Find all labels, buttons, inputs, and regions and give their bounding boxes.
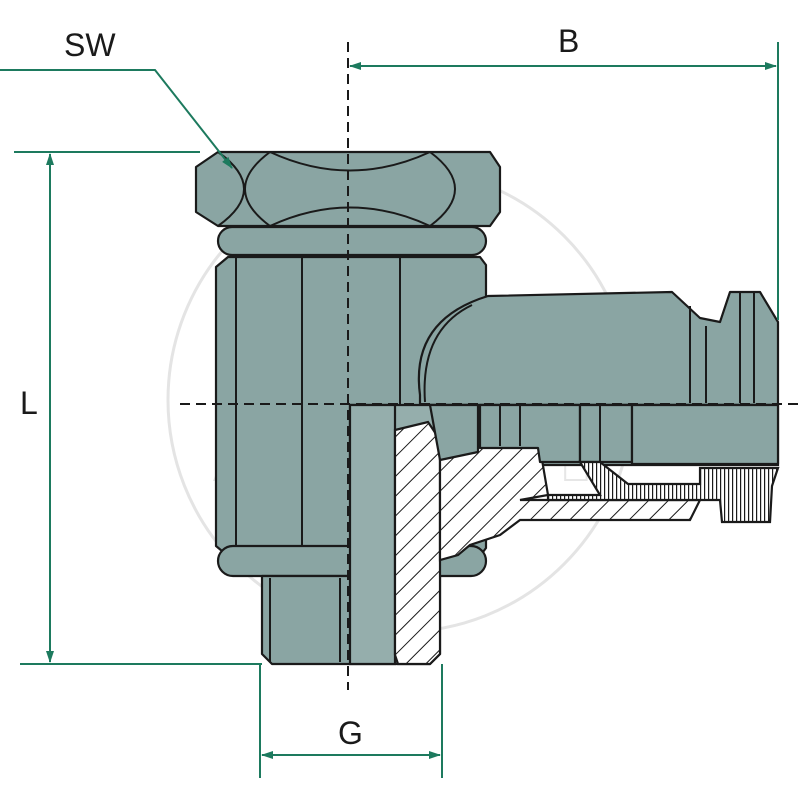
elbow-outlet — [417, 290, 780, 407]
label-g: G — [338, 715, 363, 751]
section-cut — [348, 403, 780, 666]
dimension-b: B — [349, 23, 779, 320]
dimension-g: G — [259, 664, 443, 778]
label-l: L — [20, 385, 38, 421]
label-sw: SW — [64, 27, 116, 63]
collar-ring — [216, 225, 488, 257]
dimension-l: L — [14, 151, 262, 665]
label-b: B — [558, 23, 579, 59]
dimension-sw: SW — [0, 27, 233, 169]
